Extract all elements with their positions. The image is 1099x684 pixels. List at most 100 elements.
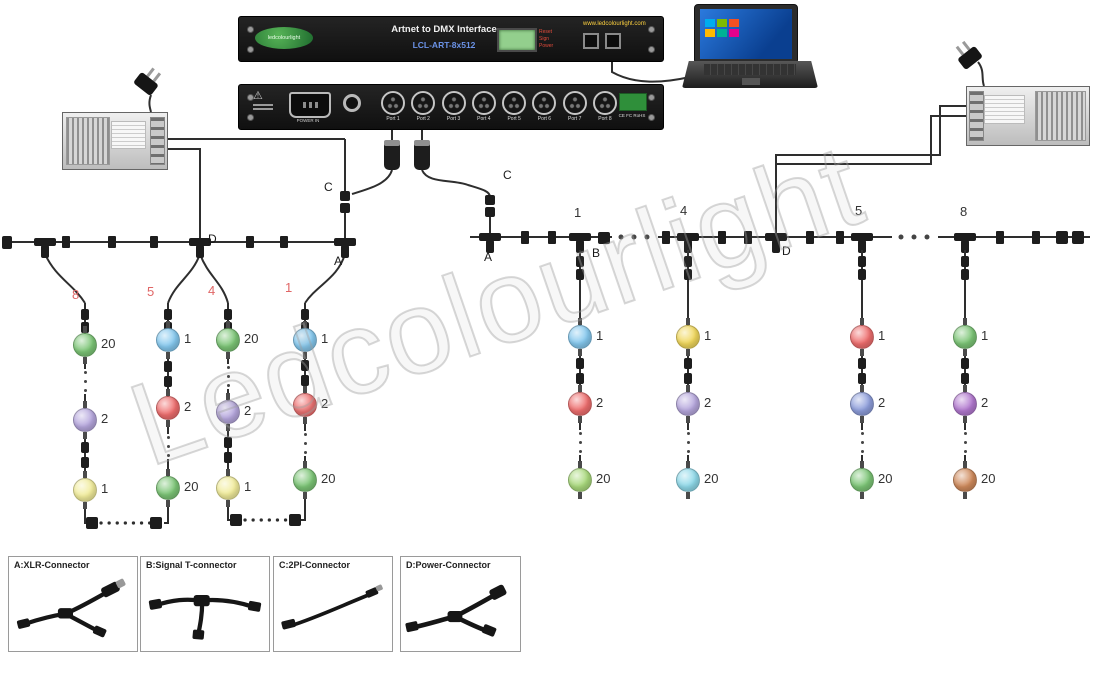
dot [166, 436, 170, 439]
continuation-dots [857, 430, 867, 455]
led-ball [953, 468, 977, 492]
inline-connector [961, 372, 969, 384]
led-ball [568, 468, 592, 492]
legend-label: B:Signal T-connector [146, 560, 237, 570]
inline-connector [301, 359, 309, 371]
ball-connector-nub [860, 385, 864, 392]
xlr-port: Port 1 [381, 91, 405, 122]
xlr-port: Port 2 [411, 91, 436, 122]
ball-connector-nub [686, 492, 690, 499]
inline-connector [224, 309, 232, 320]
screen-tiles [705, 19, 739, 37]
legend-power-connector: D:Power-Connector [400, 556, 521, 652]
ball-count-label: 2 [981, 395, 989, 410]
chain-number-label: 4 [680, 203, 688, 218]
continuation-dots [960, 430, 970, 455]
ball-count-label: 20 [244, 331, 259, 346]
ball-count-label: 1 [321, 331, 329, 346]
inline-connector [576, 372, 584, 384]
ball-connector-nub [303, 492, 307, 499]
ball-count-label: 20 [878, 471, 893, 486]
screw [247, 46, 254, 53]
xlr-port: Port 4 [471, 91, 496, 122]
device-title: Artnet to DMX Interface [391, 24, 497, 35]
ball-connector-nub [226, 469, 230, 476]
laptop-keyboard [682, 61, 818, 88]
ball-count-label: 2 [244, 403, 252, 418]
led-ball [293, 328, 317, 352]
screw [648, 114, 655, 121]
xlr-port-label: Port 1 [386, 116, 400, 122]
ball-count-label: 1 [704, 328, 712, 343]
ball-count-label: 20 [101, 336, 116, 351]
led-ball [73, 408, 97, 432]
screw [648, 46, 655, 53]
dot [860, 450, 864, 453]
inline-connector [576, 269, 584, 280]
led-ball [293, 393, 317, 417]
led-ball [850, 468, 874, 492]
xlr-port-label: Port 6 [537, 116, 552, 122]
ball-connector-nub [83, 471, 87, 478]
ball-connector-nub [226, 424, 230, 431]
ball-count-label: 20 [321, 471, 336, 486]
ball-connector-nub [963, 416, 967, 423]
screw [247, 94, 254, 101]
xlr-socket-icon [592, 91, 617, 115]
led-ball [156, 328, 180, 352]
led-ball [216, 476, 240, 500]
psu-terminal-strip [150, 117, 165, 165]
chain-wire [579, 250, 581, 492]
ball-connector-nub [578, 416, 582, 423]
inline-connector [81, 457, 89, 468]
xlr-socket-icon [411, 91, 436, 115]
led-ball [676, 392, 700, 416]
dot [166, 454, 170, 457]
dot [686, 441, 690, 444]
ball-connector-nub [860, 461, 864, 468]
website-url: www.ledcolourlight.com [583, 21, 646, 27]
ball-connector-nub [860, 416, 864, 423]
ball-connector-nub [83, 401, 87, 408]
sign-led-label: Sign [539, 36, 550, 42]
reset-label: Reset [539, 29, 553, 35]
dot [83, 389, 87, 392]
chain-number-label: 4 [208, 283, 216, 298]
warning-label: ⚠ [253, 89, 273, 110]
ball-connector-nub [83, 502, 87, 509]
connector-letter-B: B [592, 246, 601, 260]
power-led-label: Power [539, 43, 554, 49]
led-ball [73, 333, 97, 357]
ball-connector-nub [226, 500, 230, 507]
chain-wire [964, 250, 966, 492]
inline-connector [858, 372, 866, 384]
led-ball [216, 328, 240, 352]
ball-connector-nub [686, 318, 690, 325]
dot [226, 366, 230, 369]
ball-count-label: 20 [981, 471, 996, 486]
inline-connector [576, 256, 584, 267]
ball-connector-nub [686, 349, 690, 356]
continuation-dots [683, 430, 693, 455]
brand-name: ledcolourlight [267, 35, 301, 41]
ball-connector-nub [166, 321, 170, 328]
ball-connector-nub [963, 318, 967, 325]
ball-connector-nub [83, 432, 87, 439]
ball-connector-nub [860, 349, 864, 356]
ball-connector-nub [226, 321, 230, 328]
led-ball [73, 478, 97, 502]
dot [83, 371, 87, 374]
inline-connector [164, 361, 172, 372]
dot [303, 442, 307, 445]
ball-connector-nub [686, 416, 690, 423]
legend-xlr-connector: A:XLR-Connector [8, 556, 138, 652]
ball-connector-nub [578, 385, 582, 392]
inline-connector [961, 269, 969, 280]
ball-connector-nub [963, 349, 967, 356]
dot [578, 441, 582, 444]
inline-connector [858, 357, 866, 369]
inline-connector [301, 374, 309, 386]
ball-connector-nub [963, 492, 967, 499]
